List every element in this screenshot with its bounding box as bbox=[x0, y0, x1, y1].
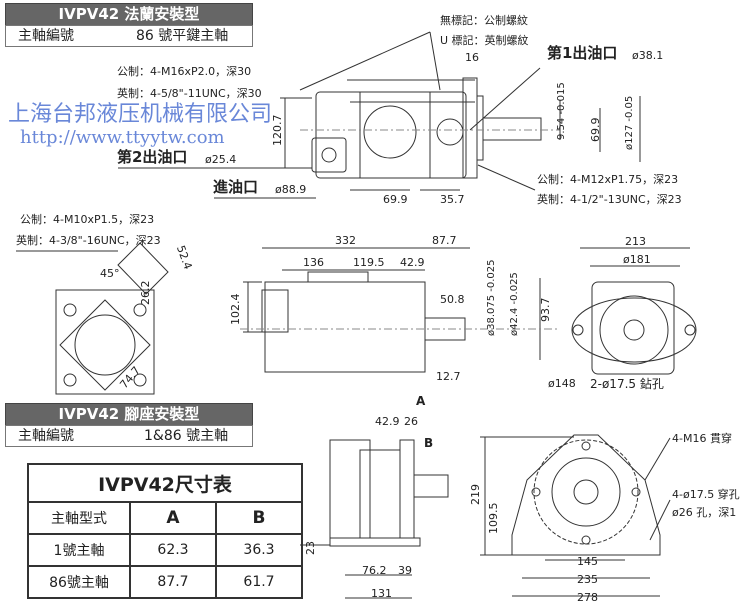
dim-235: 235 bbox=[577, 573, 598, 586]
foot-shaft-row: 主軸編號 1&86 號主軸 bbox=[5, 425, 253, 447]
flange-shaft-row: 主軸編號 86 號平鍵主軸 bbox=[5, 25, 253, 47]
cell: 87.7 bbox=[129, 565, 217, 599]
angle-45: 45° bbox=[100, 267, 120, 280]
dim-39: 39 bbox=[398, 564, 412, 577]
dim-35-7: 35.7 bbox=[440, 193, 465, 206]
header-b: B bbox=[215, 501, 303, 535]
dim-42-4: ø42.4 -0.025 bbox=[509, 272, 520, 336]
dim-181: ø181 bbox=[623, 253, 651, 266]
pump-end-view-left bbox=[16, 242, 169, 395]
dim-109-5: 109.5 bbox=[487, 502, 500, 535]
dim-120-7: 120.7 bbox=[271, 114, 284, 147]
outlet-2-label: 第2出油口 bbox=[117, 148, 188, 166]
counterbore-note: ø26 孔，深1 bbox=[672, 506, 737, 519]
no-mark-note: 無標記：公制螺紋 bbox=[440, 14, 528, 27]
dim-131: 131 bbox=[371, 587, 392, 600]
dim-12-7: 12.7 bbox=[436, 370, 461, 383]
drill-holes-note: 2-ø17.5 鉆孔 bbox=[590, 377, 664, 391]
inlet-dia: ø88.9 bbox=[275, 183, 307, 196]
table-header-row: 主軸型式 A B bbox=[27, 501, 303, 535]
u-mark-note: U 標記：英制螺紋 bbox=[440, 34, 529, 47]
dim-38-075: ø38.075 -0.025 bbox=[486, 259, 497, 336]
cell: 86號主軸 bbox=[27, 565, 131, 599]
shaft-value: 86 號平鍵主軸 bbox=[136, 28, 229, 44]
flange-mount-title: IVPV42 法蘭安裝型 bbox=[5, 3, 253, 26]
cell: 62.3 bbox=[129, 533, 217, 567]
m16-through-note: 4-M16 貫穿 bbox=[672, 432, 732, 445]
dim-42-9-foot: 42.9 bbox=[375, 415, 400, 428]
foot-mount-title: IVPV42 腳座安裝型 bbox=[5, 403, 253, 426]
holes-note: 4-ø17.5 穿孔 bbox=[672, 488, 740, 501]
dimension-table: IVPV42尺寸表 主軸型式 A B 1號主軸 62.3 36.3 86號主軸 … bbox=[27, 463, 303, 599]
dim-145: 145 bbox=[577, 555, 598, 568]
table-title: IVPV42尺寸表 bbox=[27, 463, 303, 503]
label-b: B bbox=[424, 436, 434, 450]
header-shaft-type: 主軸型式 bbox=[27, 501, 131, 535]
shaft-label: 主軸編號 bbox=[18, 28, 74, 44]
outlet-2-dia: ø25.4 bbox=[205, 153, 237, 166]
pump-front-view-right bbox=[571, 247, 697, 375]
dim-148: ø148 bbox=[548, 377, 576, 390]
dim-278: 278 bbox=[577, 591, 598, 604]
dim-9-54: 9.54 -0.015 bbox=[556, 82, 567, 140]
dim-23: 23 bbox=[304, 541, 317, 555]
dim-26: 26 bbox=[404, 415, 418, 428]
outlet-1-dia: ø38.1 bbox=[632, 49, 664, 62]
metric-thread-top: 公制：4-M16xP2.0，深30 bbox=[117, 65, 252, 78]
outlet-1-label: 第1出油口 bbox=[547, 44, 618, 62]
table-row: 86號主軸 87.7 61.7 bbox=[27, 565, 303, 599]
dim-219: 219 bbox=[469, 484, 482, 505]
cell: 36.3 bbox=[215, 533, 303, 567]
metric-thread-side: 公制：4-M10xP1.5，深23 bbox=[20, 213, 155, 226]
dim-42-9: 42.9 bbox=[400, 256, 425, 269]
imperial-thread-top: 英制：4-5/8"-11UNC，深30 bbox=[117, 87, 262, 100]
dim-69-9-horizontal: 69.9 bbox=[383, 193, 408, 206]
cell: 1號主軸 bbox=[27, 533, 131, 567]
dim-50-8: 50.8 bbox=[440, 293, 465, 306]
dim-76-2: 76.2 bbox=[362, 564, 387, 577]
foot-mount-side-view bbox=[300, 439, 449, 599]
dim-136: 136 bbox=[303, 256, 324, 269]
watermark-url: http://www.ttyytw.com bbox=[20, 127, 225, 148]
flange-pump-top-view bbox=[118, 31, 641, 199]
imperial-thread-side: 英制：4-3/8"-16UNC，深23 bbox=[16, 234, 161, 247]
shaft-value: 1&86 號主軸 bbox=[144, 428, 229, 444]
dim-69-9-vertical: 69.9 bbox=[589, 117, 602, 143]
foot-mount-front-view bbox=[480, 434, 671, 597]
label-a: A bbox=[416, 394, 426, 408]
dim-127: ø127 -0.05 bbox=[624, 95, 635, 150]
pump-side-view bbox=[240, 247, 560, 373]
cell: 61.7 bbox=[215, 565, 303, 599]
shaft-label: 主軸編號 bbox=[18, 428, 74, 444]
watermark-company: 上海台邦液压机械有限公司 bbox=[8, 102, 273, 127]
dim-213: 213 bbox=[625, 235, 646, 248]
metric-thread-right: 公制：4-M12xP1.75，深23 bbox=[537, 173, 679, 186]
dim-332: 332 bbox=[335, 234, 356, 247]
dim-87-7: 87.7 bbox=[432, 234, 457, 247]
dim-119-5: 119.5 bbox=[353, 256, 385, 269]
table-row: 1號主軸 62.3 36.3 bbox=[27, 533, 303, 567]
dim-102-4: 102.4 bbox=[229, 293, 242, 326]
header-a: A bbox=[129, 501, 217, 535]
dim-16: 16 bbox=[465, 51, 479, 64]
dim-26-2: 26.2 bbox=[139, 280, 152, 306]
imperial-thread-right: 英制：4-1/2"-13UNC，深23 bbox=[537, 193, 682, 206]
dim-93-7: 93.7 bbox=[539, 297, 552, 323]
inlet-label: 進油口 bbox=[213, 178, 259, 196]
